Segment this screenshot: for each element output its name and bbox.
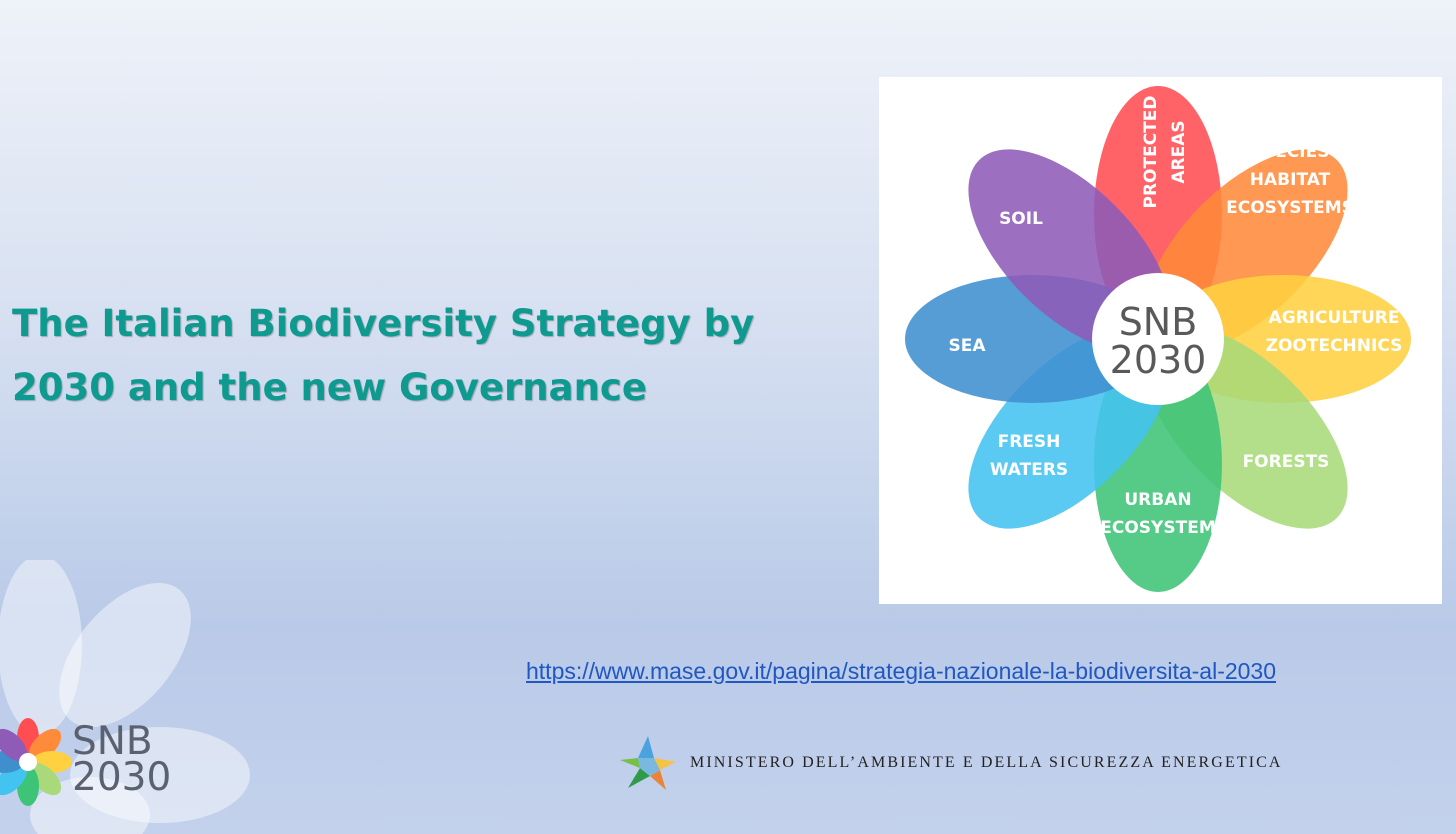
snb-small-flower-icon [0, 718, 72, 806]
page-title: The Italian Biodiversity Strategy by 203… [12, 292, 832, 420]
flower-center [1092, 273, 1224, 405]
title-line-2: 2030 and the new Governance [12, 366, 647, 409]
flower-center-bottom: 2030 [1110, 338, 1207, 382]
decorative-flower-background [0, 560, 250, 834]
flower-center-top: SNB [1119, 300, 1198, 344]
snb-small-logo-line-1: SNB [72, 719, 153, 764]
snb-small-logo: SNB 2030 [72, 719, 172, 800]
strategy-link[interactable]: https://www.mase.gov.it/pagina/strategia… [526, 658, 1277, 684]
petal-label-forests: FORESTS [1243, 452, 1330, 472]
title-line-1: The Italian Biodiversity Strategy by [12, 302, 755, 345]
snb-small-logo-line-2: 2030 [72, 755, 172, 800]
ministry-banner: MINISTERO DELL’AMBIENTE E DELLA SICUREZZ… [620, 736, 1283, 790]
ministry-star-logo-icon [620, 736, 676, 790]
petal-label-soil: SOIL [999, 209, 1043, 229]
ministry-name: MINISTERO DELL’AMBIENTE E DELLA SICUREZZ… [690, 754, 1283, 771]
petal-label-sea: SEA [948, 336, 986, 356]
